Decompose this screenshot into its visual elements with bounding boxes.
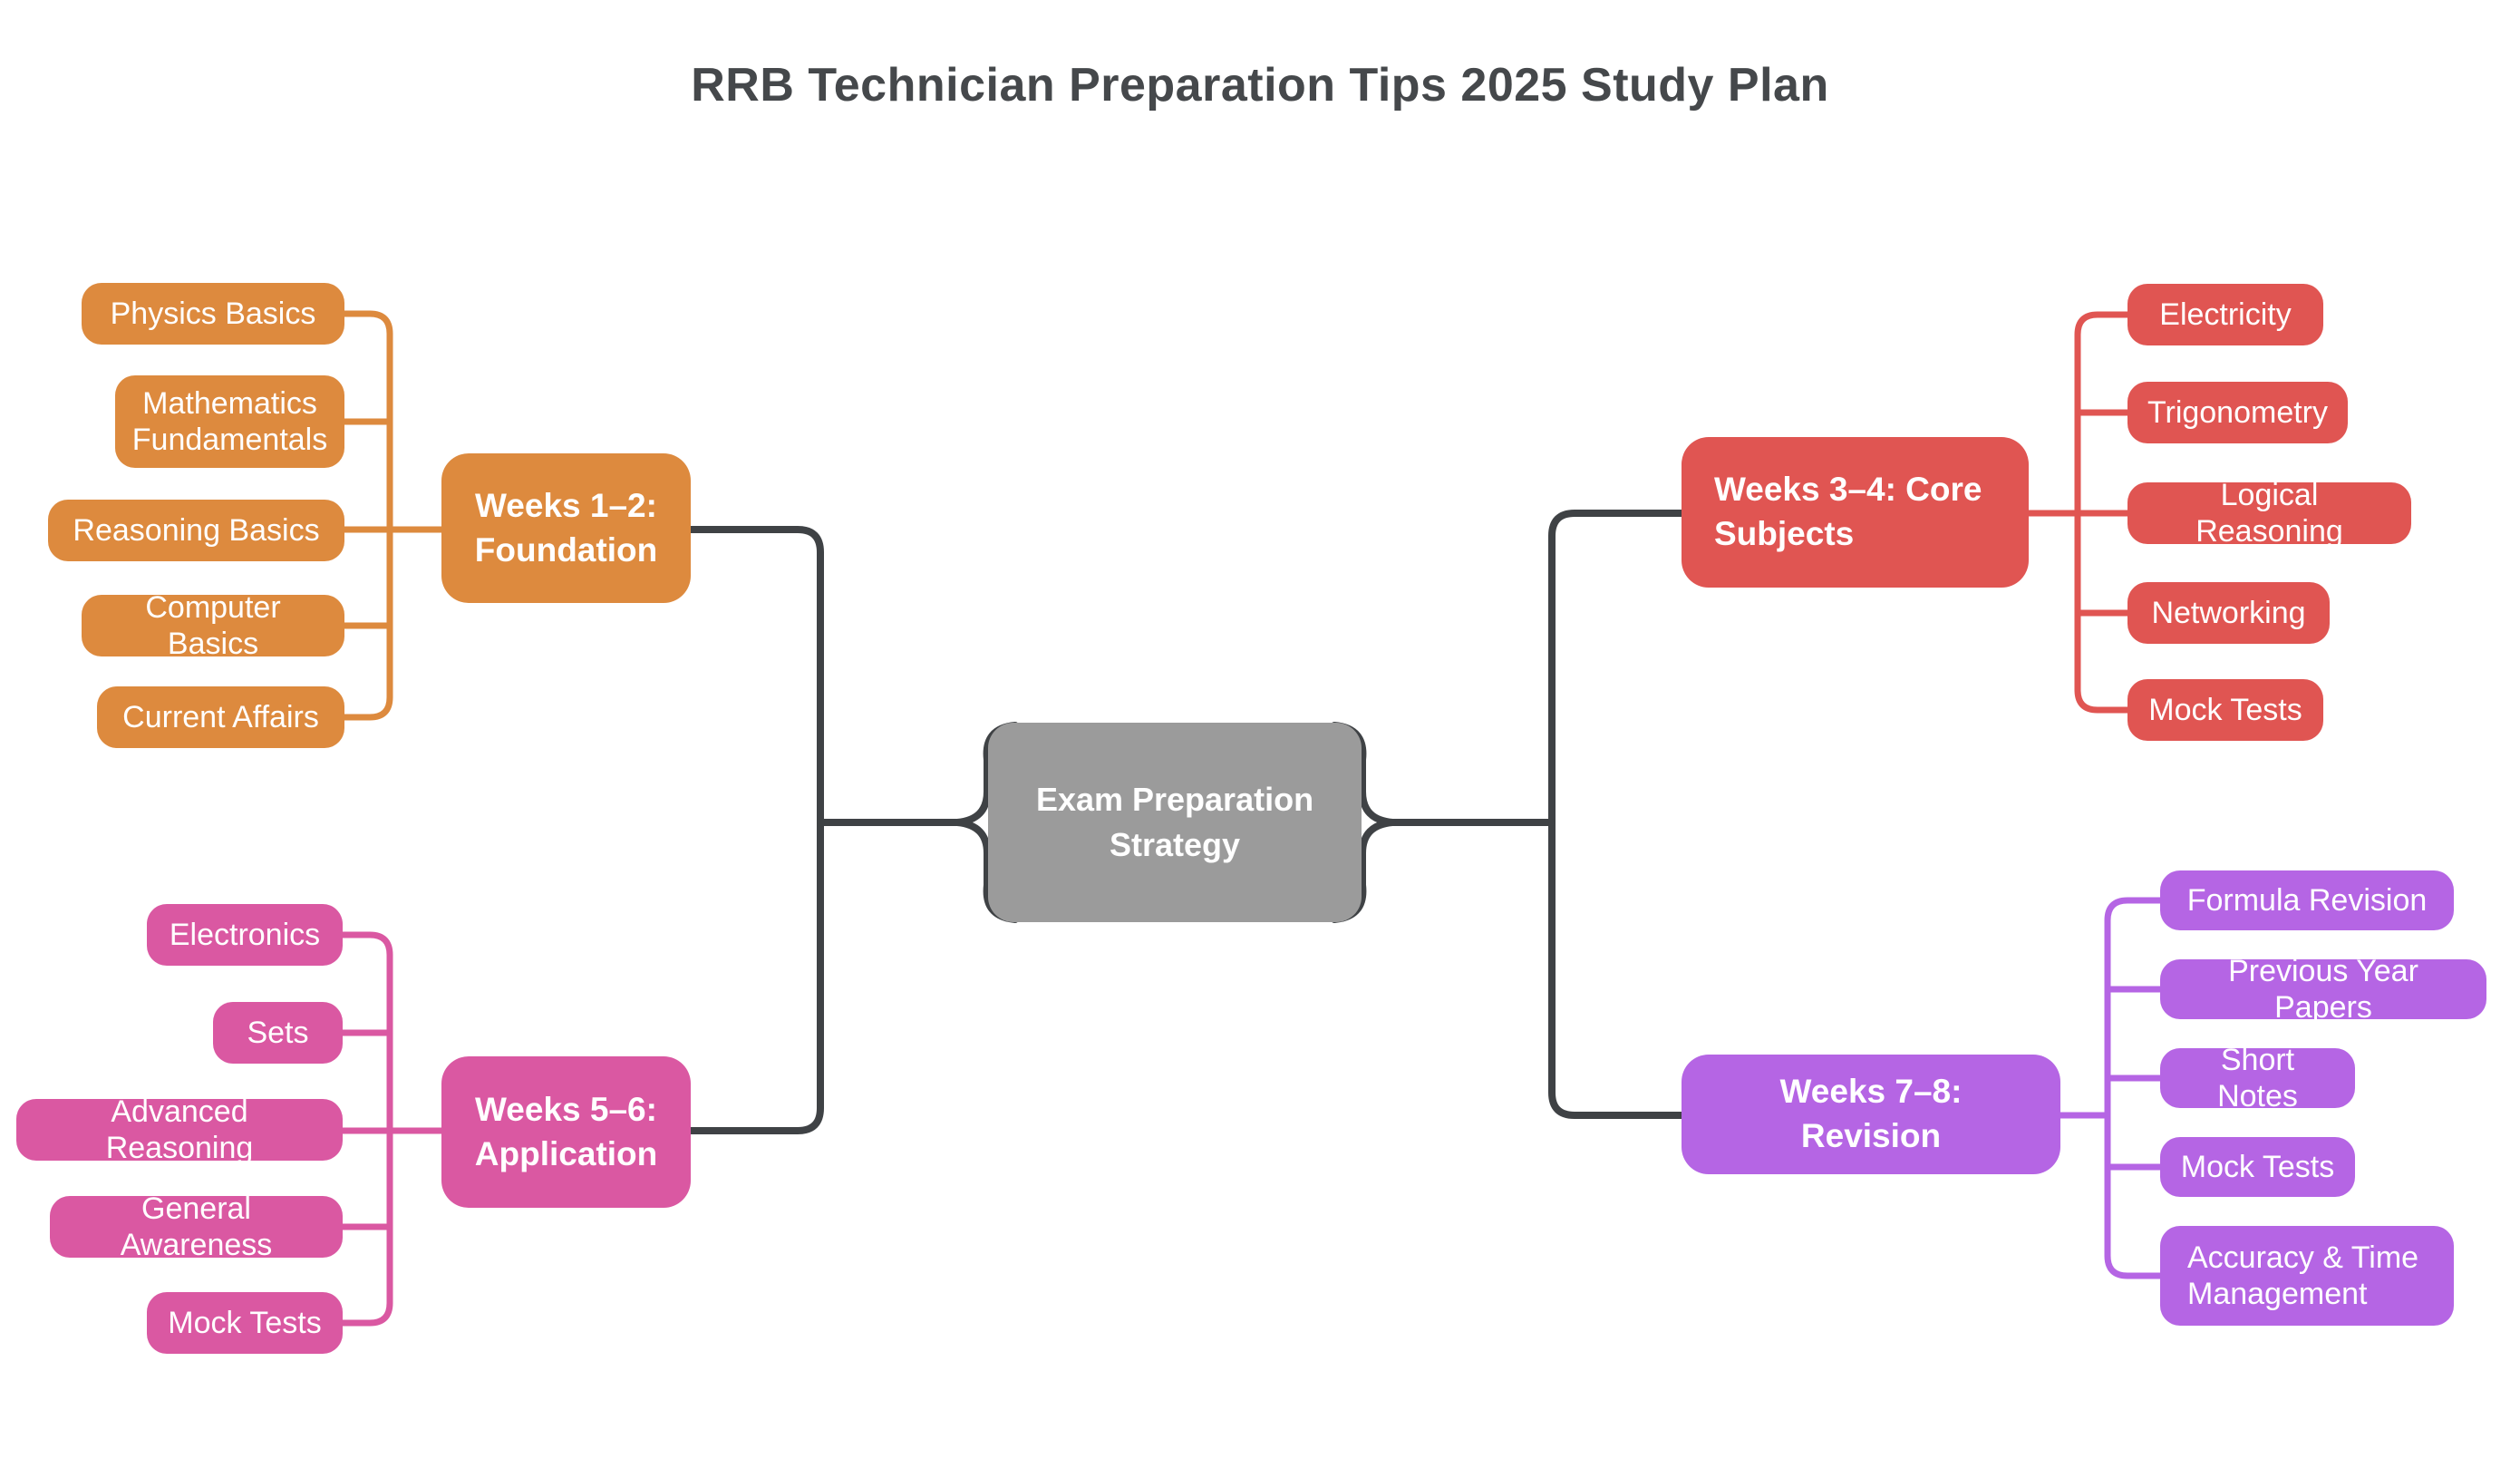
node-physics-basics[interactable]: Physics Basics: [82, 283, 344, 345]
edge-right-trunk: [1548, 510, 1685, 1119]
node-weeks-1-2-foundation[interactable]: Weeks 1–2: Foundation: [441, 453, 691, 603]
node-exam-preparation-strategy[interactable]: Exam Preparation Strategy: [988, 723, 1362, 922]
node-weeks-3-4-core-subjects[interactable]: Weeks 3–4: Core Subjects: [1682, 437, 2029, 588]
brace-left-icon: [954, 722, 1019, 923]
node-electricity[interactable]: Electricity: [2127, 284, 2323, 345]
edge-left-trunk: [687, 526, 824, 1134]
node-short-notes[interactable]: Short Notes: [2160, 1043, 2355, 1113]
node-electronics[interactable]: Electronics: [147, 904, 343, 966]
node-logical-reasoning[interactable]: Logical Reasoning: [2127, 478, 2411, 549]
node-formula-revision[interactable]: Formula Revision: [2160, 870, 2454, 930]
node-accuracy-time-management[interactable]: Accuracy & Time Management: [2160, 1226, 2454, 1326]
node-revision-mock-tests[interactable]: Mock Tests: [2160, 1137, 2355, 1197]
node-computer-basics[interactable]: Computer Basics: [82, 590, 344, 661]
node-sets[interactable]: Sets: [213, 1002, 343, 1064]
node-application-mock-tests[interactable]: Mock Tests: [147, 1292, 343, 1354]
node-networking[interactable]: Networking: [2127, 582, 2330, 644]
node-advanced-reasoning[interactable]: Advanced Reasoning: [16, 1094, 343, 1165]
page-title: RRB Technician Preparation Tips 2025 Stu…: [691, 59, 1829, 112]
node-current-affairs[interactable]: Current Affairs: [97, 686, 344, 748]
node-weeks-7-8-revision[interactable]: Weeks 7–8: Revision: [1682, 1055, 2060, 1174]
node-core-mock-tests[interactable]: Mock Tests: [2127, 679, 2323, 741]
node-general-awareness[interactable]: General Awareness: [50, 1191, 343, 1262]
node-trigonometry[interactable]: Trigonometry: [2127, 382, 2348, 443]
brace-right-icon: [1331, 722, 1396, 923]
edge-revision-rail: [2104, 897, 2164, 1279]
node-previous-year-papers[interactable]: Previous Year Papers: [2160, 954, 2486, 1025]
node-reasoning-basics[interactable]: Reasoning Basics: [48, 500, 344, 561]
node-weeks-5-6-application[interactable]: Weeks 5–6: Application: [441, 1056, 691, 1208]
edge-foundation-rail: [341, 310, 393, 721]
node-mathematics-fundamentals[interactable]: Mathematics Fundamentals: [115, 375, 344, 468]
